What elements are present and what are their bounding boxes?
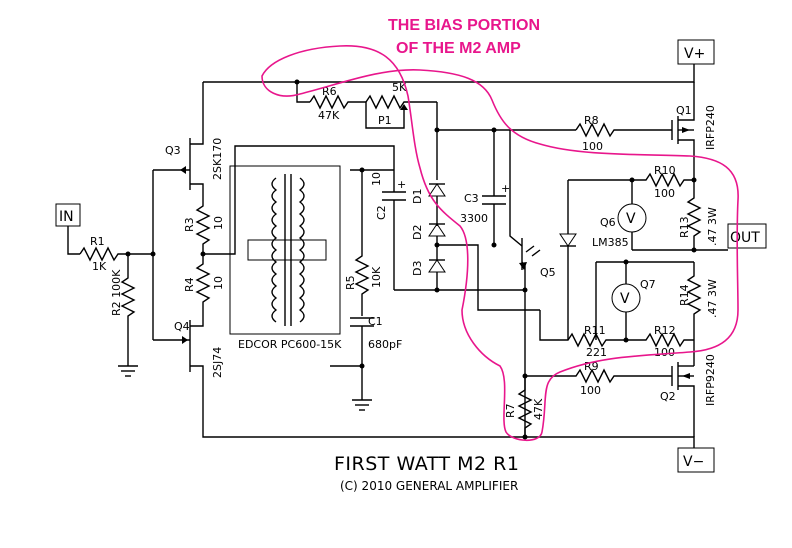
q3-jfet: Q3 2SK170 xyxy=(165,138,224,200)
ground-symbol-c1 xyxy=(352,399,372,411)
output-label: OUT xyxy=(730,230,760,246)
r12-ref: R12 xyxy=(654,324,676,337)
annotation-line1: THE BIAS PORTION xyxy=(388,17,540,34)
annotation-line2: OF THE M2 AMP xyxy=(396,40,521,57)
r6-resistor: R6 47K xyxy=(309,85,366,122)
copyright-notice: (C) 2010 GENERAL AMPLIFIER xyxy=(340,479,518,493)
r4-resistor: R4 10 xyxy=(183,254,225,320)
r7-value: 47K xyxy=(532,398,545,420)
transformer-part: EDCOR PC600-15K xyxy=(238,338,342,351)
vplus-label: V+ xyxy=(684,46,705,62)
bias-annotation: THE BIAS PORTION OF THE M2 AMP xyxy=(261,17,739,442)
r11-value: 221 xyxy=(586,346,607,359)
r7-resistor: R7 47K xyxy=(504,376,545,437)
ground-symbol xyxy=(118,364,138,377)
q6-symbol: V xyxy=(626,211,636,227)
schematic-title: FIRST WATT M2 R1 xyxy=(334,453,519,475)
q7-ref: Q7 xyxy=(640,278,656,291)
q2-mosfet: Q2 IRFP9240 xyxy=(660,354,717,437)
r11-resistor: R11 221 xyxy=(539,310,626,359)
r5-ref: R5 xyxy=(344,275,357,290)
c1-capacitor: C1 680pF xyxy=(350,315,402,400)
input-label: IN xyxy=(59,209,74,225)
q6-part: LM385 xyxy=(592,236,629,249)
r9-resistor: R9 100 xyxy=(525,360,672,397)
q2-ref: Q2 xyxy=(660,390,676,403)
d3-ref: D3 xyxy=(411,261,424,276)
q1-ref: Q1 xyxy=(676,104,692,117)
r8-resistor: R8 100 xyxy=(575,114,672,153)
r10-resistor: R10 100 xyxy=(600,164,694,200)
d2-ref: D2 xyxy=(411,225,424,240)
c1-value: 680pF xyxy=(368,338,402,351)
q5-ref: Q5 xyxy=(540,266,556,279)
c2-plus: + xyxy=(397,178,406,191)
r1-ref: R1 xyxy=(90,235,105,248)
r8-ref: R8 xyxy=(584,114,599,127)
r5-value: 10K xyxy=(370,266,383,288)
r1-resistor: R1 1K xyxy=(79,235,128,273)
output-terminal: OUT xyxy=(727,223,767,249)
q1-part: IRFP240 xyxy=(704,105,717,150)
r6-ref: R6 xyxy=(322,85,337,98)
supply-rails xyxy=(202,64,695,448)
c1-ref: C1 xyxy=(368,315,383,328)
r1-value: 1K xyxy=(92,260,107,273)
r4-ref: R4 xyxy=(183,277,196,292)
q4-ref: Q4 xyxy=(174,320,190,333)
c3-capacitor: + C3 3300 xyxy=(460,130,510,225)
q4-part: 2SJ74 xyxy=(211,347,224,378)
q7-symbol: V xyxy=(620,291,630,307)
r11-ref: R11 xyxy=(584,324,606,337)
vminus-label: V− xyxy=(683,454,704,470)
q6-ref: Q6 xyxy=(600,216,616,229)
vminus-terminal: V− xyxy=(677,447,715,473)
r9-value: 100 xyxy=(580,384,601,397)
q4-jfet: Q4 2SJ74 xyxy=(174,320,224,388)
r3-ref: R3 xyxy=(183,217,196,232)
r3-value: 10 xyxy=(212,216,225,230)
c3-plus: + xyxy=(501,182,510,195)
c2-capacitor: + C2 10 xyxy=(370,170,406,290)
r5-resistor: R5 10K xyxy=(344,170,383,316)
c2-value: 10 xyxy=(370,172,383,186)
r6-value: 47K xyxy=(318,109,340,122)
diode-stack: D1 D2 D3 xyxy=(411,183,446,290)
r14-value: .47 3W xyxy=(706,279,719,318)
q2-part: IRFP9240 xyxy=(704,354,717,406)
p1-potentiometer: P1 5K xyxy=(365,81,437,129)
c3-value: 3300 xyxy=(460,212,488,225)
edcor-transformer: EDCOR PC600-15K xyxy=(229,165,342,351)
q1-mosfet: Q1 IRFP240 xyxy=(671,82,717,180)
p1-ref: P1 xyxy=(378,114,392,127)
q5-phototransistor: Q5 xyxy=(509,130,556,437)
r14-resistor: R14 .47 3W xyxy=(678,262,719,340)
r8-value: 100 xyxy=(582,140,603,153)
r12-resistor: R12 100 xyxy=(626,324,694,359)
led xyxy=(559,180,577,340)
q6-vref: V Q6 LM385 xyxy=(592,180,647,250)
q7-vref: V Q7 xyxy=(611,262,656,340)
c3-ref: C3 xyxy=(464,192,479,205)
r10-value: 100 xyxy=(654,187,675,200)
q3-ref: Q3 xyxy=(165,144,181,157)
d1-ref: D1 xyxy=(411,189,424,204)
vplus-terminal: V+ xyxy=(677,39,715,65)
r12-value: 100 xyxy=(654,346,675,359)
q3-part: 2SK170 xyxy=(211,138,224,180)
r7-ref: R7 xyxy=(504,403,517,418)
r2-resistor: R2 100K xyxy=(110,254,136,364)
r13-resistor: R13 .47 3W xyxy=(678,180,719,250)
r14-ref: R14 xyxy=(678,284,691,306)
c2-ref: C2 xyxy=(375,205,388,220)
r13-ref: R13 xyxy=(678,216,691,238)
input-terminal: IN xyxy=(55,203,81,255)
r10-ref: R10 xyxy=(654,164,676,177)
r4-value: 10 xyxy=(212,276,225,290)
r2-ref-value: R2 100K xyxy=(110,269,123,316)
r13-value: .47 3W xyxy=(706,207,719,246)
r3-resistor: R3 10 xyxy=(183,200,225,254)
p1-value: 5K xyxy=(392,81,407,94)
